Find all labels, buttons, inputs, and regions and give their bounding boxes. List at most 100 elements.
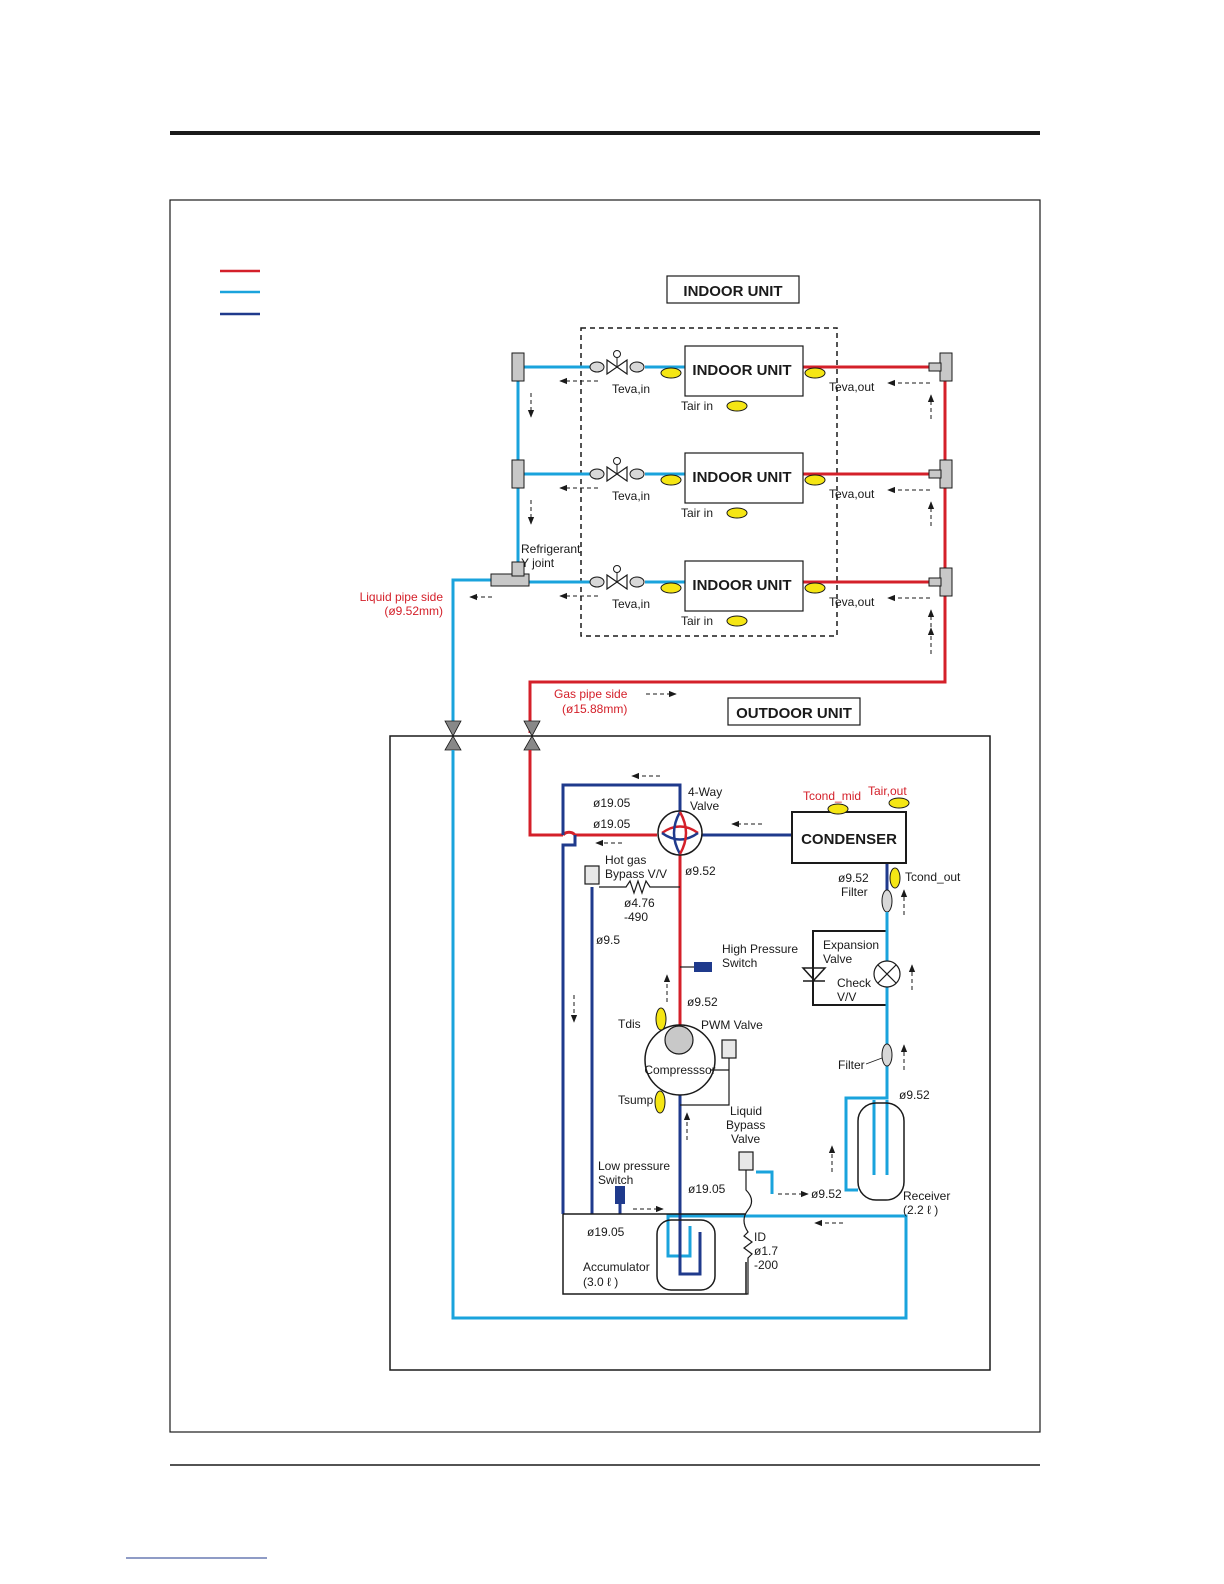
hps-label-1: High Pressure <box>722 942 798 956</box>
compressor-suction <box>678 1095 702 1276</box>
indoor-dashed-boundary <box>580 327 838 637</box>
expansion-label-1: Expansion <box>823 938 879 952</box>
gas-service-to-4way <box>528 750 563 837</box>
hot-gas-label-2: Bypass V/V <box>605 867 667 881</box>
hot-gas-capillary <box>599 879 680 895</box>
receiver-tank <box>857 1102 905 1201</box>
indoor-2-teva-out-sensor <box>804 474 826 486</box>
d95: ø9.5 <box>596 933 620 947</box>
indoor-3-teva-in-label: Teva,in <box>612 597 650 611</box>
indoor-2-fitting-right <box>629 468 645 480</box>
filter-1 <box>881 889 893 913</box>
liq-bypass-label-2: Bypass <box>726 1118 765 1132</box>
indoor-2-gas-tee <box>939 459 953 489</box>
tcond-mid-sensor <box>827 803 849 815</box>
liq-bypass-label-3: Valve <box>731 1132 760 1146</box>
indoor-1-fitting-right <box>629 361 645 373</box>
indoor-2-gas-tee-stub <box>928 469 942 479</box>
receiver-label-2: (2.2 ℓ ) <box>903 1203 938 1217</box>
indoor-1-liquid-tee <box>511 352 525 382</box>
filter-2-label: Filter <box>838 1058 865 1072</box>
compressor-top <box>664 1025 694 1055</box>
low-pressure-switch <box>615 1186 625 1204</box>
indoor-3-teva-in-sensor <box>660 582 682 594</box>
tdis-label: Tdis <box>618 1017 641 1031</box>
indoor-3-valve-head <box>613 565 621 573</box>
tsump-sensor <box>654 1090 666 1114</box>
indoor-2-liquid-tee <box>511 459 525 489</box>
lps-label-2: Switch <box>598 1173 633 1187</box>
pwm-line <box>680 1058 730 1106</box>
d476-2: -490 <box>624 910 648 924</box>
indoor-liquid-manifold <box>451 367 520 725</box>
condenser-box <box>791 811 907 864</box>
receiver-label-1: Receiver <box>903 1189 950 1203</box>
indoor-1-teva-in-sensor <box>660 367 682 379</box>
tair-out-label: Tair,out <box>868 784 907 798</box>
indoor-3-teva-out-label: Teva,out <box>829 595 875 609</box>
lps-label-1: Low pressure <box>598 1159 670 1173</box>
outdoor-title-box <box>727 697 861 726</box>
tdis-sensor <box>655 1007 667 1031</box>
tcond-out-sensor <box>889 867 901 889</box>
indoor-3-unit-label: INDOOR UNIT <box>692 577 791 594</box>
y-joint <box>490 561 530 587</box>
four-way-valve <box>657 810 703 856</box>
indoor-1-tair-in-label: Tair in <box>681 399 713 413</box>
d952-filter: ø9.52 <box>838 871 869 885</box>
id-label-3: -200 <box>754 1258 778 1272</box>
high-pressure-switch <box>694 962 712 972</box>
compressor-label: Compresssor <box>644 1063 715 1077</box>
indoor-1-unit-label: INDOOR UNIT <box>692 362 791 379</box>
indoor-3-gas-tee-stub <box>928 577 942 587</box>
indoor-3-gas-tee <box>939 567 953 597</box>
outdoor-liquid-line <box>451 750 908 1320</box>
d952c: ø9.52 <box>899 1088 930 1102</box>
indoor-3-fitting-left <box>589 576 605 588</box>
indoor-2-unit-box <box>684 452 804 504</box>
service-valve-gas <box>523 720 541 751</box>
indoor-2-tair-in-label: Tair in <box>681 506 713 520</box>
check-label-2: V/V <box>837 990 856 1004</box>
indoor-2-unit-label: INDOOR UNIT <box>692 469 791 486</box>
outdoor-title: OUTDOOR UNIT <box>736 705 852 722</box>
d1905d: ø19.05 <box>587 1225 625 1239</box>
indoor-2-tair-in-sensor <box>726 507 748 519</box>
four-way-label-1: 4-Way <box>688 785 722 799</box>
gas-pipe-label-1: Gas pipe side <box>554 687 628 701</box>
accumulator-tank <box>656 1219 716 1291</box>
4way-red-arcs <box>561 830 657 837</box>
figure-frame <box>169 199 1041 1433</box>
hot-gas-label-1: Hot gas <box>605 853 646 867</box>
liquid-pipe-label-1: Liquid pipe side <box>360 590 444 604</box>
d1905c: ø19.05 <box>688 1182 726 1196</box>
indoor-1-valve-head <box>613 350 621 358</box>
tair-out-sensor <box>888 797 910 809</box>
suction-loop <box>561 783 682 1214</box>
liquid-bypass-valve <box>738 1151 754 1171</box>
four-way-label-2: Valve <box>690 799 719 813</box>
y-joint-label-2: Y joint <box>521 556 555 570</box>
accumulator-label-1: Accumulator <box>583 1260 650 1274</box>
hps-label-2: Switch <box>722 956 757 970</box>
indoor-3-teva-out-sensor <box>804 582 826 594</box>
liquid-bypass-line <box>756 1170 774 1194</box>
tcond-out-label: Tcond_out <box>905 870 961 884</box>
liquid-bypass-capillary <box>743 1170 753 1295</box>
gas-pipe-label-2: (ø15.88mm) <box>562 702 627 716</box>
check-label-1: Check <box>837 976 872 990</box>
indoor-2-teva-in-label: Teva,in <box>612 489 650 503</box>
liq-bypass-label-1: Liquid <box>730 1104 762 1118</box>
indoor-3-tair-in-label: Tair in <box>681 614 713 628</box>
y-joint-label-1: Refrigerant <box>521 542 581 556</box>
indoor-title: INDOOR UNIT <box>683 283 782 300</box>
indoor-3-unit-box <box>684 560 804 612</box>
expansion-label-2: Valve <box>823 952 852 966</box>
tcond-mid-label: Tcond_mid <box>803 789 861 803</box>
indoor-3-fitting-right <box>629 576 645 588</box>
d952d: ø9.52 <box>811 1187 842 1201</box>
d952a: ø9.52 <box>685 864 716 878</box>
indoor-2-teva-out-label: Teva,out <box>829 487 875 501</box>
accumulator-housing <box>562 1213 747 1295</box>
